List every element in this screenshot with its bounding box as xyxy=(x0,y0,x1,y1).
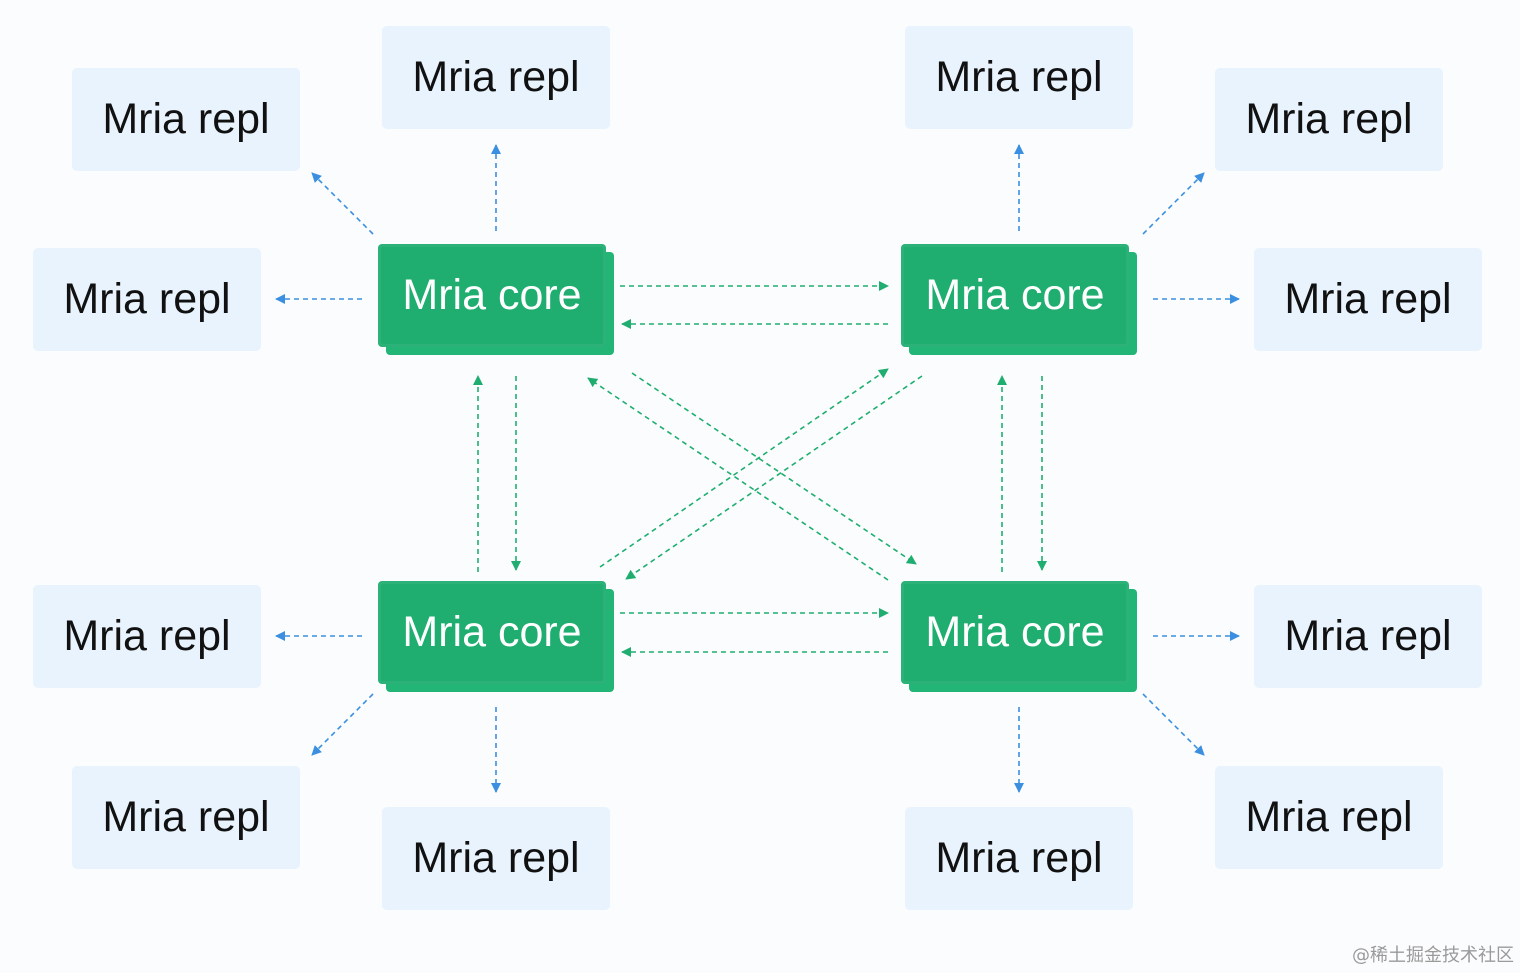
core-node-top-right: Mria core xyxy=(901,244,1137,355)
repl-node-bl-lower-left: Mria repl xyxy=(72,766,300,869)
core-arrow-bl-to-tr xyxy=(599,368,889,568)
core-node-bottom-right: Mria core xyxy=(901,581,1137,692)
repl-node-br-right: Mria repl xyxy=(1254,585,1482,688)
repl-arrow-br-downright xyxy=(1142,693,1205,756)
repl-arrow-tl-upleft xyxy=(311,172,374,235)
repl-node-br-bottom: Mria repl xyxy=(905,807,1133,910)
repl-node-tr-top: Mria repl xyxy=(905,26,1133,129)
core-node-top-left: Mria core xyxy=(378,244,614,355)
core-node-label: Mria core xyxy=(378,581,606,684)
repl-node-tl-upper-left: Mria repl xyxy=(72,68,300,171)
repl-node-bl-left: Mria repl xyxy=(33,585,261,688)
core-node-label: Mria core xyxy=(378,244,606,347)
repl-arrow-tr-upright xyxy=(1142,172,1205,235)
repl-arrow-bl-downleft xyxy=(311,693,374,756)
repl-node-bl-bottom: Mria repl xyxy=(382,807,610,910)
core-node-bottom-left: Mria core xyxy=(378,581,614,692)
repl-node-tl-left: Mria repl xyxy=(33,248,261,351)
core-arrow-br-to-tl xyxy=(587,377,889,581)
core-arrow-tl-to-br xyxy=(631,372,917,565)
repl-node-tr-right: Mria repl xyxy=(1254,248,1482,351)
core-node-label: Mria core xyxy=(901,244,1129,347)
repl-node-tl-top: Mria repl xyxy=(382,26,610,129)
core-node-label: Mria core xyxy=(901,581,1129,684)
repl-node-tr-upper-right: Mria repl xyxy=(1215,68,1443,171)
repl-node-br-lower-right: Mria repl xyxy=(1215,766,1443,869)
core-arrow-tr-to-bl xyxy=(625,375,923,580)
watermark: @稀土掘金技术社区 xyxy=(1352,945,1514,966)
